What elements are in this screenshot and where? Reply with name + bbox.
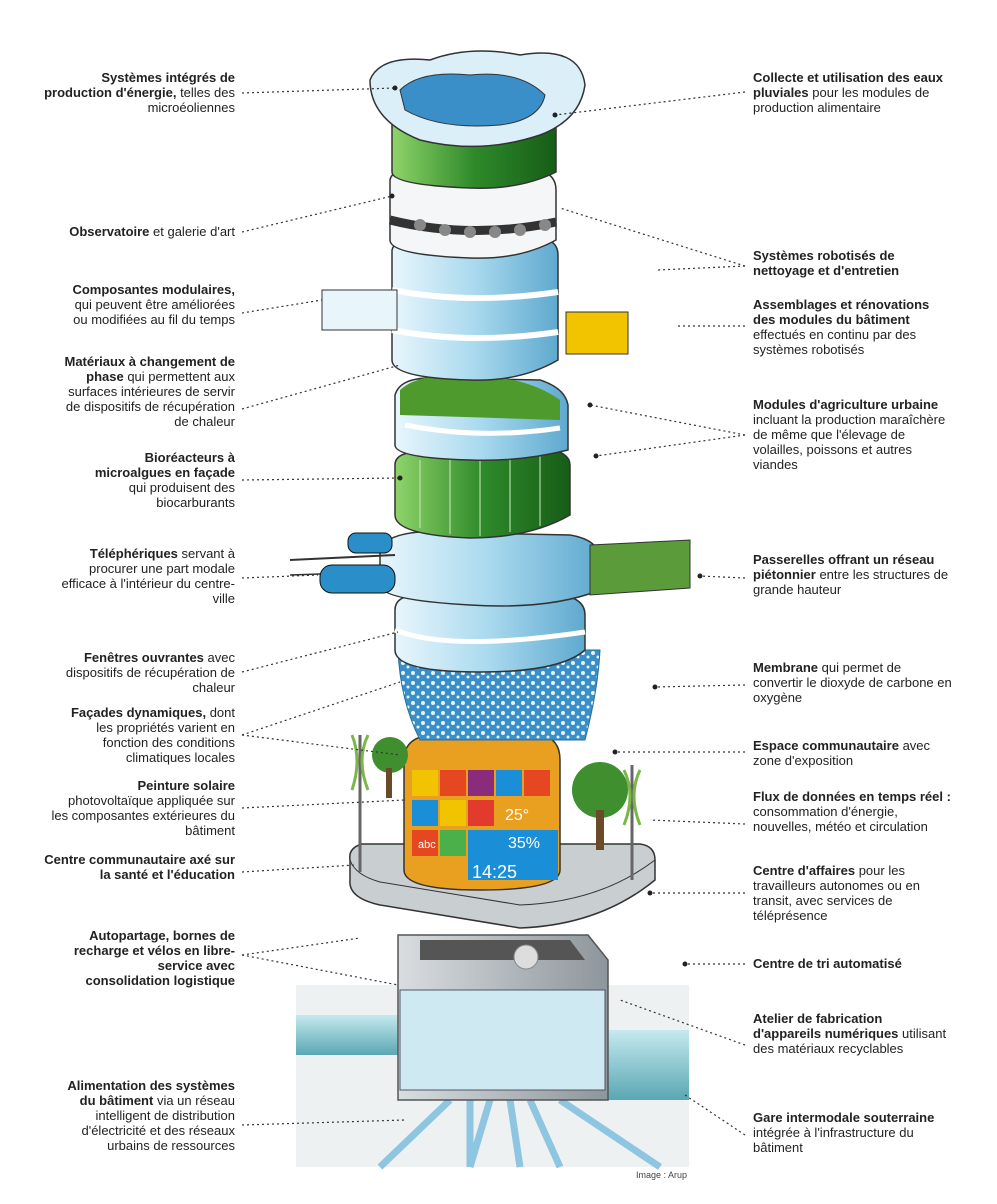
screen-percent: 35% (508, 835, 540, 852)
label-autopartage: Autopartage, bornes de recharge et vélos… (73, 928, 235, 988)
label-centre-communautaire: Centre communautaire axé sur la santé et… (44, 852, 235, 882)
observatory-level (388, 167, 557, 259)
urban-agriculture-module (394, 376, 569, 462)
label-observatoire: Observatoire et galerie d'art (69, 224, 235, 239)
label-membrane: Membrane qui permet de convertir le diox… (753, 660, 952, 705)
cable-car-level (289, 531, 691, 607)
pedestrian-skybridge (589, 539, 691, 596)
label-atelier: Atelier de fabrication d'appareils numér… (753, 1011, 947, 1056)
tree (372, 737, 408, 773)
cable-car (319, 564, 396, 594)
label-gare: Gare intermodale souterraine intégrée à … (753, 1110, 935, 1155)
for-sale-module (321, 289, 398, 331)
label-telepheriques: Téléphériques servant à procurer une par… (61, 546, 235, 606)
label-passerelles: Passerelles offrant un réseau piétonnier… (753, 552, 949, 597)
algae-bioreactor-facade (394, 447, 571, 539)
leader-dots (389, 85, 703, 967)
underground-section (296, 934, 689, 1170)
podium-plaza: 25° 35% 14:25 abc (349, 734, 656, 929)
screen-abc: abc (418, 839, 436, 851)
label-bioreacteurs: Bioréacteurs à microalgues en façade qui… (94, 450, 235, 510)
label-peinture: Peinture solaire photovoltaïque appliqué… (51, 778, 235, 838)
label-fenetres: Fenêtres ouvrantes avec dispositifs de r… (65, 650, 235, 695)
label-collecte: Collecte et utilisation des eaux pluvial… (753, 70, 943, 115)
leader-lines-left (241, 87, 406, 1126)
label-espace: Espace communautaire avec zone d'exposit… (753, 738, 931, 768)
label-materiaux: Matériaux à changement de phase qui perm… (64, 354, 236, 429)
label-alimentation: Alimentation des systèmes du bâtiment vi… (67, 1078, 235, 1153)
screen-time: 14:25 (472, 862, 517, 882)
label-modulaires: Composantes modulaires, qui peuvent être… (72, 282, 235, 327)
label-tri: Centre de tri automatisé (753, 956, 902, 971)
solar-paint-panels (412, 770, 558, 880)
image-credit: Image : Arup (636, 1170, 688, 1180)
screen-temperature: 25° (505, 807, 529, 824)
label-flux: Flux de données en temps réel : consomma… (753, 789, 951, 834)
tree (572, 762, 628, 818)
leader-lines-right (554, 91, 746, 1136)
rooftop-rain-collection (369, 50, 586, 189)
co2-membrane (397, 649, 601, 741)
label-affaires: Centre d'affaires pour les travailleurs … (753, 863, 920, 923)
label-agriculture: Modules d'agriculture urbaine incluant l… (753, 397, 946, 472)
label-energie: Systèmes intégrés de production d'énergi… (44, 70, 235, 115)
label-facades: Façades dynamiques, dont les propriétés … (70, 705, 235, 765)
modular-floors (321, 237, 629, 381)
label-assemblages: Assemblages et rénovations des modules d… (753, 297, 930, 357)
label-robotises: Systèmes robotisés de nettoyage et d'ent… (753, 248, 900, 278)
